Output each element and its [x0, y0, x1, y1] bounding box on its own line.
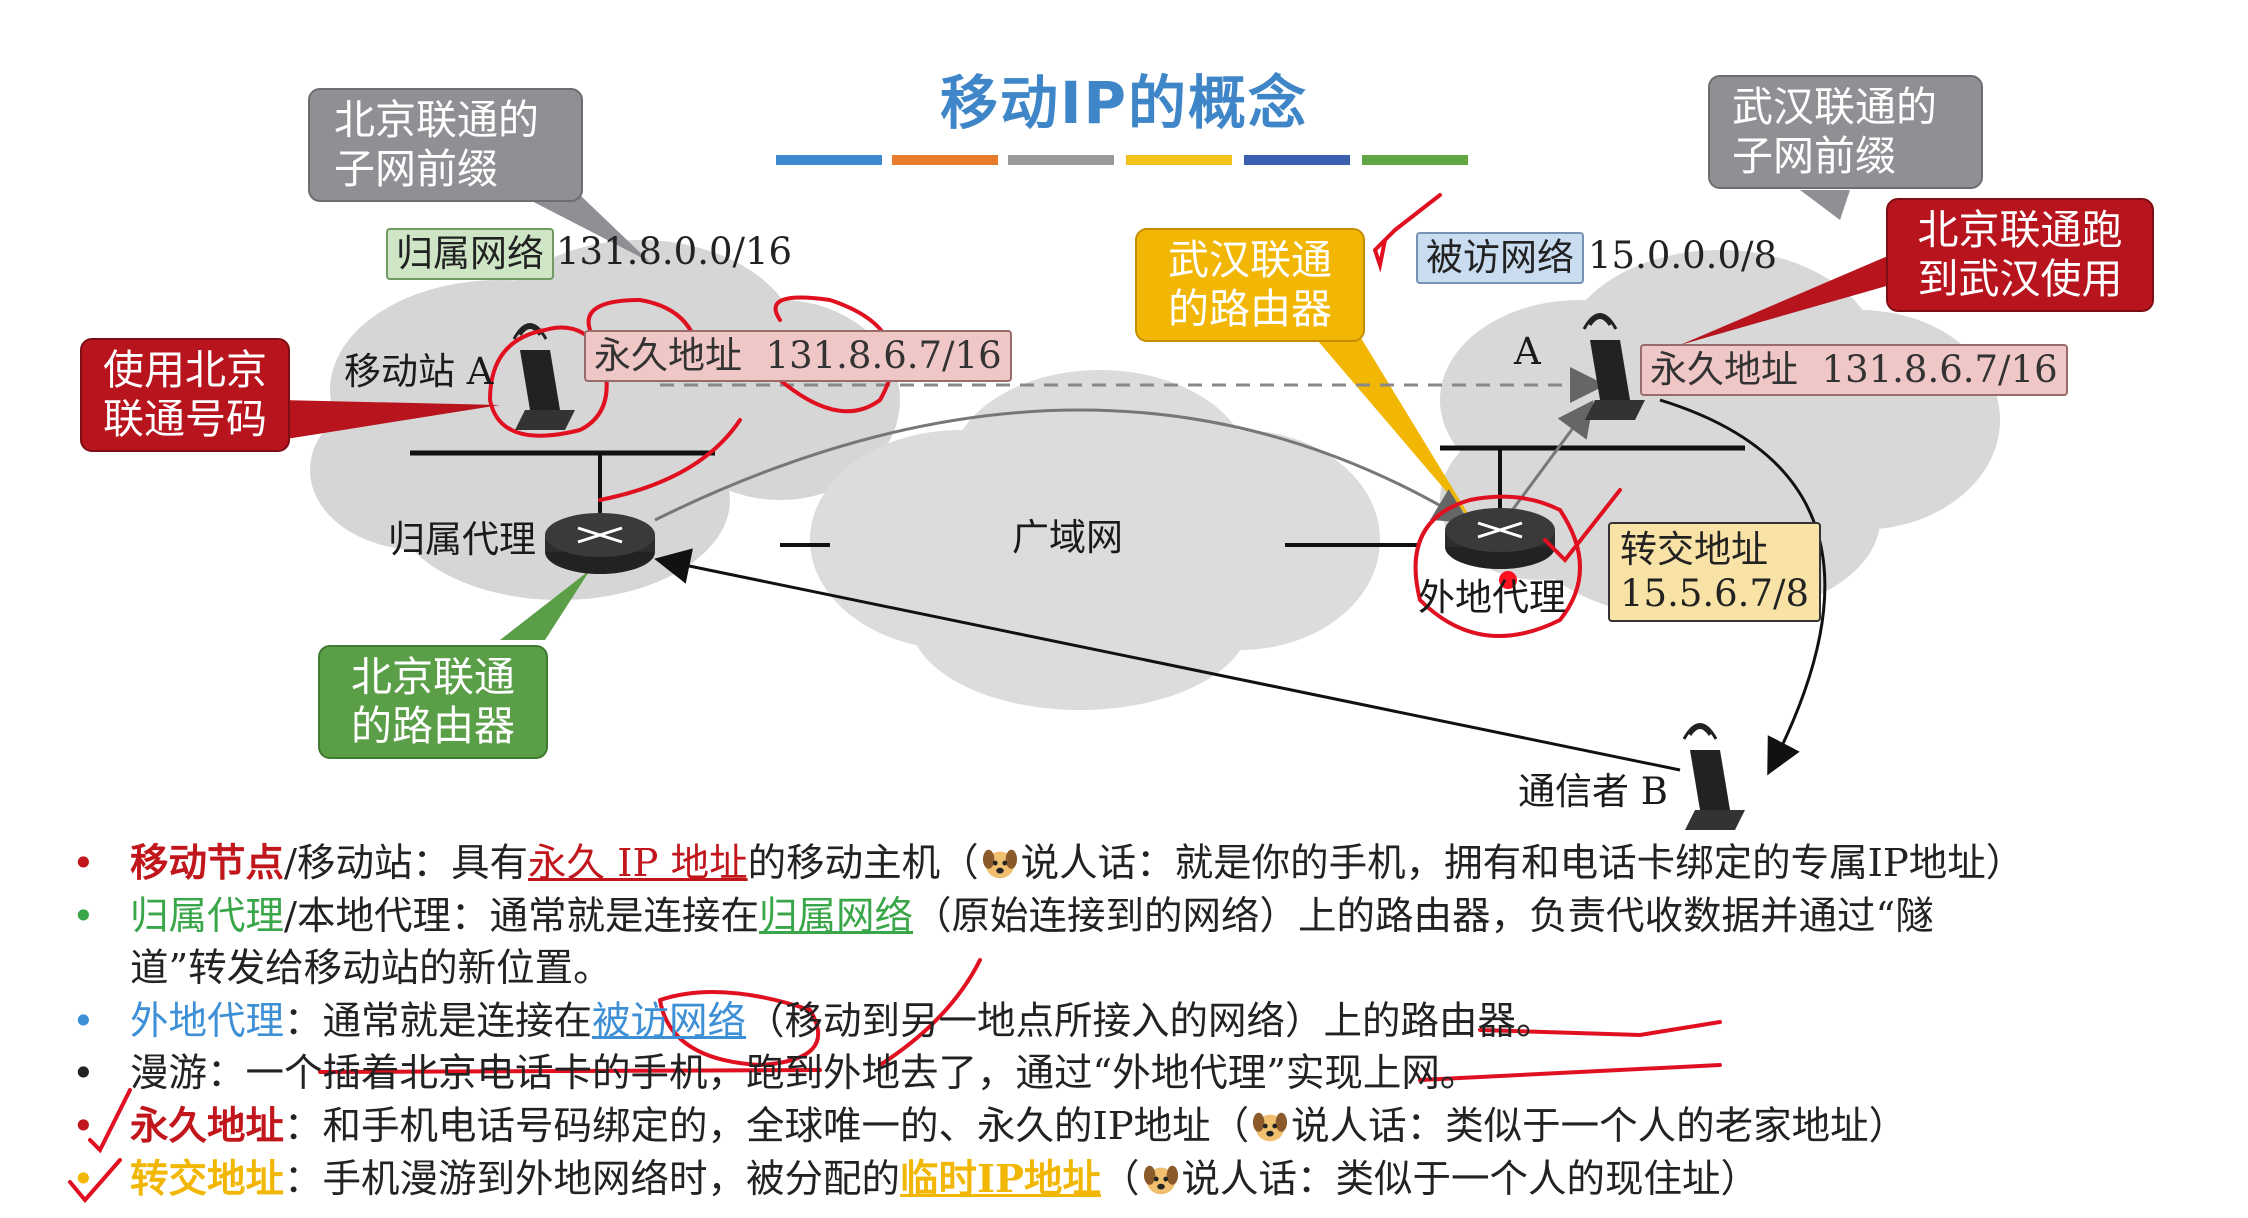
perm-value: 131.8.6.7/16 — [1822, 348, 2058, 391]
text: ：通常就是连接在 — [284, 999, 592, 1044]
home-agent-label: 归属代理 — [388, 516, 536, 564]
dog-emoji-icon — [1251, 1109, 1289, 1145]
visited-network-value: 15.0.0.0/8 — [1588, 232, 1777, 280]
accent-bar-6 — [1362, 155, 1468, 165]
list-item: • 转交地址：手机漫游到外地网络时，被分配的临时IP地址（说人话：类似于一个人的… — [72, 1154, 2232, 1207]
text: ：和手机电话号码绑定的，全球唯一的、永久的IP地址（ — [284, 1104, 1249, 1149]
home-agent-router-icon — [545, 513, 655, 574]
definition-list: • 移动节点/移动站：具有永久 IP 地址的移动主机（说人话：就是你的手机，拥有… — [72, 838, 2232, 1206]
foreign-agent-label: 外地代理 — [1418, 574, 1566, 622]
perm-value: 131.8.6.7/16 — [766, 334, 1002, 377]
permanent-address-tag-2: 永久地址 131.8.6.7/16 — [1640, 344, 2068, 396]
callout-bj-number: 使用北京 联通号码 — [80, 338, 290, 452]
text: 说人话：类似于一个人的现住址） — [1182, 1157, 1760, 1202]
callout-bj-prefix: 北京联通的 子网前缀 — [308, 88, 583, 202]
accent-bar-2 — [892, 155, 998, 165]
care-of-address-tag: 转交地址 15.5.6.7/8 — [1608, 522, 1821, 622]
callout-line: 到武汉使用 — [1898, 255, 2142, 304]
wan-label: 广域网 — [1012, 514, 1123, 562]
text: 说人话：就是你的手机，拥有和电话卡绑定的专属IP地址） — [1021, 841, 2025, 886]
callout-line: 的路由器 — [1147, 285, 1353, 334]
accent-bar-4 — [1126, 155, 1232, 165]
text: 道”转发给移动站的新位置。 — [130, 946, 612, 991]
list-item: • 外地代理：通常就是连接在被访网络（移动到另一地点所接入的网络）上的路由器。 — [72, 996, 2232, 1049]
dog-emoji-icon — [1142, 1162, 1180, 1198]
link-text: 归属网络 — [759, 894, 913, 939]
callout-line: 北京联通跑 — [1898, 206, 2142, 255]
text: （ — [1101, 1157, 1140, 1202]
care-value: 15.5.6.7/8 — [1620, 572, 1809, 616]
foreign-agent-router-icon — [1445, 508, 1555, 569]
correspondent-label: 通信者 B — [1518, 768, 1668, 816]
term: 外地代理 — [130, 999, 284, 1044]
term: 移动节点 — [130, 841, 284, 886]
text: ：手机漫游到外地网络时，被分配的 — [284, 1157, 900, 1202]
mobile-a-label: A — [1514, 328, 1541, 376]
callout-line: 子网前缀 — [1732, 132, 1971, 181]
callout-line: 联通号码 — [92, 395, 278, 444]
term: 归属代理 — [130, 894, 284, 939]
callout-line: 武汉联通 — [1147, 236, 1353, 285]
mobile-station-label: 移动站 A — [344, 348, 493, 396]
link-text: 被访网络 — [592, 999, 746, 1044]
list-item: • 归属代理/本地代理：通常就是连接在归属网络（原始连接到的网络）上的路由器，负… — [72, 891, 2232, 944]
visited-network-tag: 被访网络 — [1416, 232, 1584, 284]
callout-wh-router: 武汉联通 的路由器 — [1135, 228, 1365, 342]
callout-line: 北京联通的 — [334, 96, 571, 145]
text: （原始连接到的网络）上的路由器，负责代收数据并通过“隧 — [913, 894, 1934, 939]
permanent-address-tag: 永久地址 131.8.6.7/16 — [584, 330, 1012, 382]
text: ：一个插着北京电话卡的手机，跑到外地去了，通过“外地代理”实现上网。 — [207, 1051, 1478, 1096]
callout-bj-router: 北京联通 的路由器 — [318, 645, 548, 759]
callout-pointer — [1800, 190, 1850, 220]
term: 转交地址 — [130, 1157, 284, 1202]
text: （移动到另一地点所接入的网络）上的路由器。 — [746, 999, 1555, 1044]
callout-line: 子网前缀 — [334, 145, 571, 194]
list-item: • 移动节点/移动站：具有永久 IP 地址的移动主机（说人话：就是你的手机，拥有… — [72, 838, 2232, 891]
text: /移动站：具有 — [284, 841, 528, 886]
term: 漫游 — [130, 1051, 207, 1096]
link-text: 临时IP地址 — [900, 1157, 1101, 1202]
accent-bar-3 — [1008, 155, 1114, 165]
accent-bar-5 — [1244, 155, 1350, 165]
callout-line: 武汉联通的 — [1732, 83, 1971, 132]
callout-wh-prefix: 武汉联通的 子网前缀 — [1708, 75, 1983, 189]
perm-label: 永久地址 — [594, 334, 742, 377]
term: 永久地址 — [130, 1104, 284, 1149]
text: /本地代理：通常就是连接在 — [284, 894, 759, 939]
correspondent-b-laptop-icon — [1684, 725, 1745, 831]
callout-line: 北京联通 — [330, 653, 536, 702]
list-item: • 漫游：一个插着北京电话卡的手机，跑到外地去了，通过“外地代理”实现上网。 — [72, 1048, 2232, 1101]
bilibili-logo: bilibili — [2100, 30, 2248, 93]
callout-line: 使用北京 — [92, 346, 278, 395]
callout-line: 的路由器 — [330, 702, 536, 751]
home-network-value: 131.8.0.0/16 — [556, 228, 792, 276]
home-network-tag: 归属网络 — [386, 228, 554, 280]
text: 的移动主机（ — [748, 841, 979, 886]
list-item: • 永久地址：和手机电话号码绑定的，全球唯一的、永久的IP地址（说人话：类似于一… — [72, 1101, 2232, 1154]
dog-emoji-icon — [981, 846, 1019, 882]
callout-bj-to-wh: 北京联通跑 到武汉使用 — [1886, 198, 2154, 312]
link-text: 永久 IP 地址 — [528, 841, 748, 886]
care-label: 转交地址 — [1620, 528, 1809, 572]
accent-bar-1 — [776, 155, 882, 165]
text: 说人话：类似于一个人的老家地址） — [1291, 1104, 1907, 1149]
perm-label: 永久地址 — [1650, 348, 1798, 391]
list-item-continuation: 道”转发给移动站的新位置。 — [72, 943, 2232, 996]
